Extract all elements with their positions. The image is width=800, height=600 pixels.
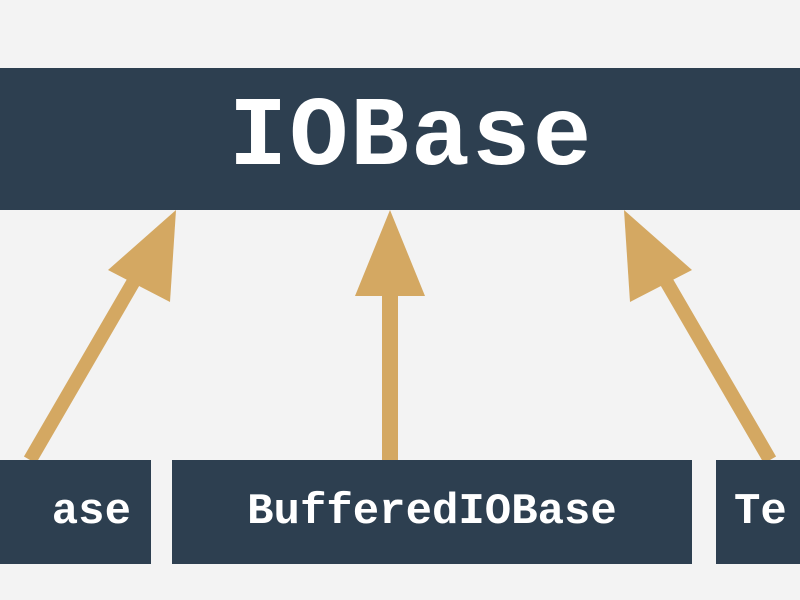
class-name-left-partial: ase	[51, 487, 131, 537]
class-name-right-partial: Te	[734, 487, 787, 537]
class-name-bufferediobase: BufferedIOBase	[247, 487, 617, 537]
arrow-right	[624, 210, 777, 464]
class-box-iobase: IOBase	[0, 68, 800, 210]
class-box-left-partial: ase	[0, 460, 151, 564]
class-box-bufferediobase: BufferedIOBase	[172, 460, 692, 564]
class-box-right-partial: Te	[716, 460, 800, 564]
arrow-middle	[355, 210, 425, 460]
class-name-iobase: IOBase	[228, 83, 594, 194]
arrow-left	[23, 210, 176, 464]
